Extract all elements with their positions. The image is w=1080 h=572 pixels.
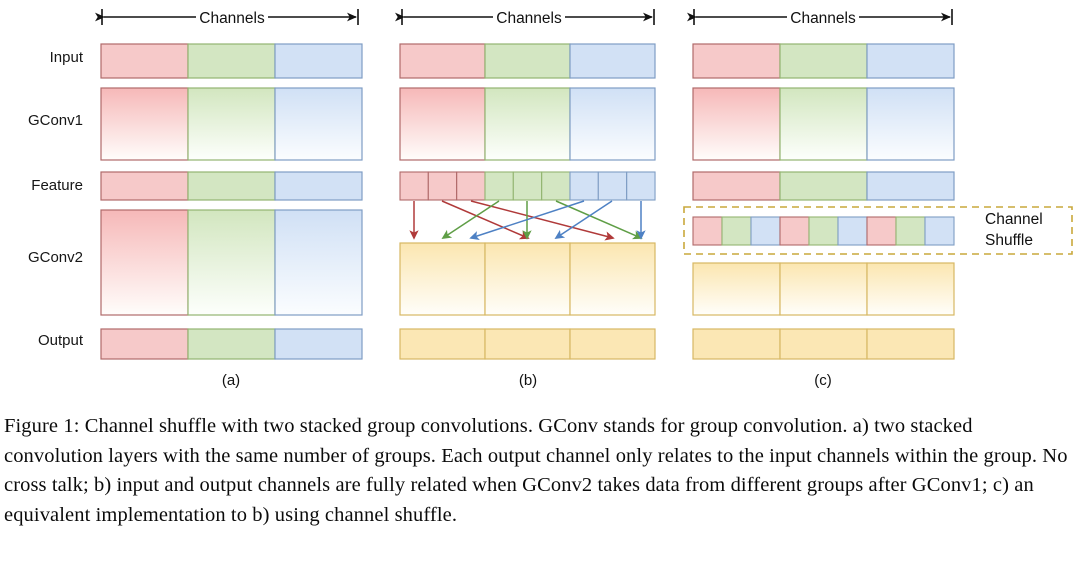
output-bar-b	[399, 328, 656, 360]
figure-caption: Figure 1: Channel shuffle with two stack…	[4, 415, 1068, 526]
feature-bar-a	[100, 171, 363, 201]
channels-axis-b: Channels	[394, 7, 655, 27]
feature-bar-b	[399, 171, 656, 201]
panel-label-a: (a)	[222, 372, 240, 389]
output-bar-c	[692, 328, 955, 360]
figure-canvas: Input GConv1 Feature GConv2 Output Chann…	[28, 7, 1073, 389]
row-labels: Input GConv1 Feature GConv2 Output	[28, 49, 84, 349]
panel-a: Channels	[94, 7, 363, 389]
shuffled-channel-cells	[692, 216, 955, 246]
row-label-output: Output	[38, 332, 84, 349]
channels-axis-a: Channels	[94, 7, 359, 27]
channels-label-c: Channels	[790, 10, 856, 27]
feature-bar-c	[692, 171, 955, 201]
row-label-gconv1: GConv1	[28, 112, 83, 129]
channels-label-a: Channels	[199, 10, 265, 27]
gconv1-block-a	[100, 87, 363, 161]
input-bar-b	[399, 43, 656, 79]
input-bar-c	[692, 43, 955, 79]
panel-c: Channels	[683, 7, 1073, 389]
gconv2-block-b	[399, 242, 656, 316]
gconv1-block-b	[399, 87, 656, 161]
output-bar-a	[100, 328, 363, 360]
channel-shuffle-label-line1: Channel	[985, 211, 1043, 228]
gconv2-block-c	[692, 262, 955, 316]
row-label-gconv2: GConv2	[28, 249, 83, 266]
row-label-feature: Feature	[31, 177, 83, 194]
channel-shuffle-label-line2: Shuffle	[985, 232, 1033, 249]
channels-label-b: Channels	[496, 10, 562, 27]
gconv2-block-a	[100, 209, 363, 316]
channel-shuffle-group: Channel Shuffle	[683, 206, 1073, 255]
panel-label-b: (b)	[519, 372, 537, 389]
row-label-input: Input	[50, 49, 84, 66]
channels-axis-c: Channels	[686, 7, 953, 27]
input-bar-a	[100, 43, 363, 79]
panel-label-c: (c)	[814, 372, 832, 389]
shuffle-arrows-b	[409, 200, 646, 241]
gconv1-block-c	[692, 87, 955, 161]
panel-b: Channels	[394, 7, 656, 389]
